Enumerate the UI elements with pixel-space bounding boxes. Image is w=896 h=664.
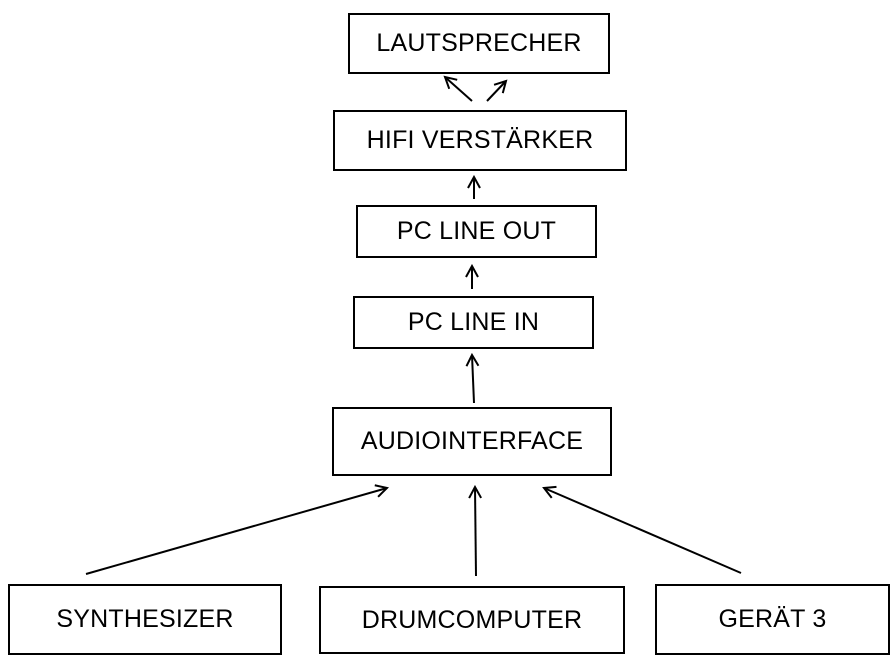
lautsprecher-label: LAUTSPRECHER	[376, 29, 582, 57]
audiointerface-label: AUDIOINTERFACE	[360, 427, 584, 455]
pc-line-out-label: PC LINE OUT	[396, 217, 557, 245]
hifi-verstaerker-label: HIFI VERSTÄRKER	[366, 126, 594, 154]
pc-line-in-label: PC LINE IN	[407, 308, 540, 336]
arrow-hifi-to-lautsprecher-right	[486, 81, 506, 102]
audiointerface-box: AUDIOINTERFACE	[332, 407, 612, 476]
arrow-geraet3-to-audiointerface	[544, 488, 742, 574]
hifi-verstaerker-box: HIFI VERSTÄRKER	[333, 110, 627, 171]
arrow-audiointerface-to-line-in	[472, 355, 474, 404]
synthesizer-box: SYNTHESIZER	[8, 584, 282, 655]
pc-line-out-box: PC LINE OUT	[356, 205, 597, 258]
geraet-3-box: GERÄT 3	[655, 584, 890, 655]
arrow-drumcomputer-to-audiointerface	[475, 487, 476, 577]
drumcomputer-label: DRUMCOMPUTER	[361, 605, 583, 634]
arrow-synthesizer-to-audiointerface	[85, 488, 387, 575]
lautsprecher-box: LAUTSPRECHER	[348, 13, 610, 74]
geraet-3-label: GERÄT 3	[718, 605, 827, 633]
pc-line-in-box: PC LINE IN	[353, 296, 594, 349]
drumcomputer-box: DRUMCOMPUTER	[319, 586, 625, 654]
synthesizer-label: SYNTHESIZER	[56, 605, 234, 633]
arrow-hifi-to-lautsprecher-left	[445, 77, 473, 102]
